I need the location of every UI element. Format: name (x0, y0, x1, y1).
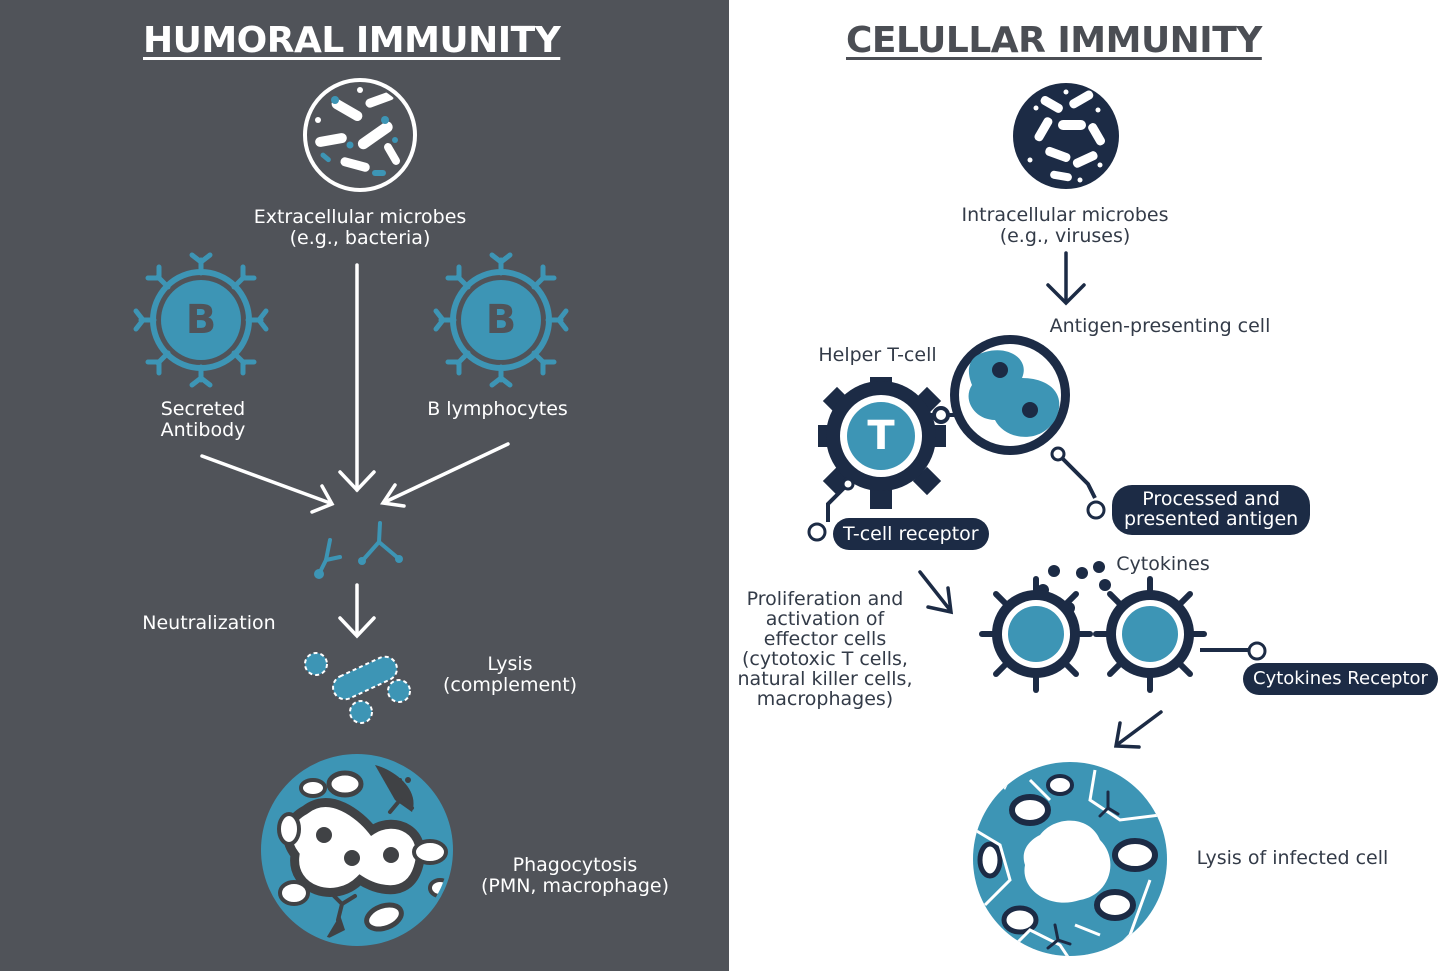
humoral-title: HUMORAL IMMUNITY (143, 20, 561, 61)
neutralization-label: Neutralization (142, 612, 276, 634)
b-lymphocytes-label: B lymphocytes (427, 398, 568, 420)
b-cell-right-letter: B (485, 297, 517, 343)
prolif-line-4: (cytotoxic T cells, (742, 648, 908, 670)
intracellular-line2: (e.g., viruses) (999, 225, 1131, 247)
cytokines-receptor-badge: Cytokines Receptor (1243, 663, 1438, 695)
extracellular-microbes-label: Extracellular microbes (e.g., bacteria) (240, 207, 480, 249)
cellular-title: CELULLAR IMMUNITY (846, 20, 1262, 61)
helper-t-cell-label: Helper T-cell (818, 344, 937, 366)
lysis-line2: (complement) (442, 674, 578, 696)
phagocytosis-cell-icon (261, 754, 453, 946)
prolif-line-5: natural killer cells, (737, 668, 913, 690)
t-cell-receptor-badge: T-cell receptor (833, 518, 989, 550)
lysed-infected-cell-icon (973, 762, 1167, 956)
secreted-antibody-label: Secreted Antibody (138, 399, 268, 441)
extracellular-line1: Extracellular microbes (253, 206, 467, 228)
prolif-line-6: macrophages) (756, 688, 894, 710)
cellular-arrow-down (1046, 251, 1086, 306)
effector-cell-right-icon (1093, 576, 1207, 693)
extracellular-line2: (e.g., bacteria) (289, 227, 431, 249)
prolif-line-2: activation of (765, 608, 885, 630)
apc-label: Antigen-presenting cell (1049, 315, 1271, 337)
cytokine-dots (1037, 561, 1111, 614)
antigen-presenting-cell-icon (950, 335, 1070, 455)
lysis-line1: Lysis (487, 653, 533, 675)
processed-antigen-badge: Processed and presented antigen (1112, 485, 1311, 535)
cellular-arrow-lysis (1113, 710, 1163, 749)
intracellular-line1: Intracellular microbes (961, 204, 1169, 226)
lysis-complement-label: Lysis (complement) (430, 654, 590, 696)
proliferation-label: Proliferation and activation of effector… (725, 589, 925, 709)
intracellular-microbes-icon (1013, 83, 1119, 189)
cellular-arrow-effector (918, 570, 954, 615)
processed-line2: presented antigen (1124, 508, 1299, 530)
cytokines-label: Cytokines (1116, 553, 1210, 575)
intracellular-microbes-label: Intracellular microbes (e.g., viruses) (950, 205, 1180, 247)
prolif-line-1: Proliferation and (746, 588, 904, 610)
lysis-complement-icon (304, 652, 411, 724)
t-cell-letter: T (867, 413, 895, 459)
prolif-line-3: effector cells (763, 628, 887, 650)
processed-line1: Processed and (1142, 488, 1280, 510)
b-cell-left-letter: B (185, 297, 217, 343)
t-cell-receptor-connector (826, 482, 850, 522)
antibody-icons (318, 521, 400, 574)
lysis-infected-cell-label: Lysis of infected cell (1196, 847, 1389, 869)
phago-line1: Phagocytosis (512, 854, 638, 876)
extracellular-microbes-icon (303, 78, 417, 192)
phagocytosis-label: Phagocytosis (PMN, macrophage) (470, 855, 680, 897)
b-cell-right-icon (433, 252, 569, 388)
cytokine-receptor-connector (1200, 641, 1267, 661)
b-cell-left-icon (133, 252, 269, 388)
secreted-line2: Antibody (160, 419, 246, 441)
helper-t-cell-icon (818, 377, 946, 509)
humoral-arrows (200, 263, 510, 639)
processed-antigen-connector (1056, 452, 1097, 499)
phago-line2: (PMN, macrophage) (480, 875, 670, 897)
secreted-line1: Secreted (160, 398, 246, 420)
effector-cell-left-icon (979, 576, 1093, 693)
